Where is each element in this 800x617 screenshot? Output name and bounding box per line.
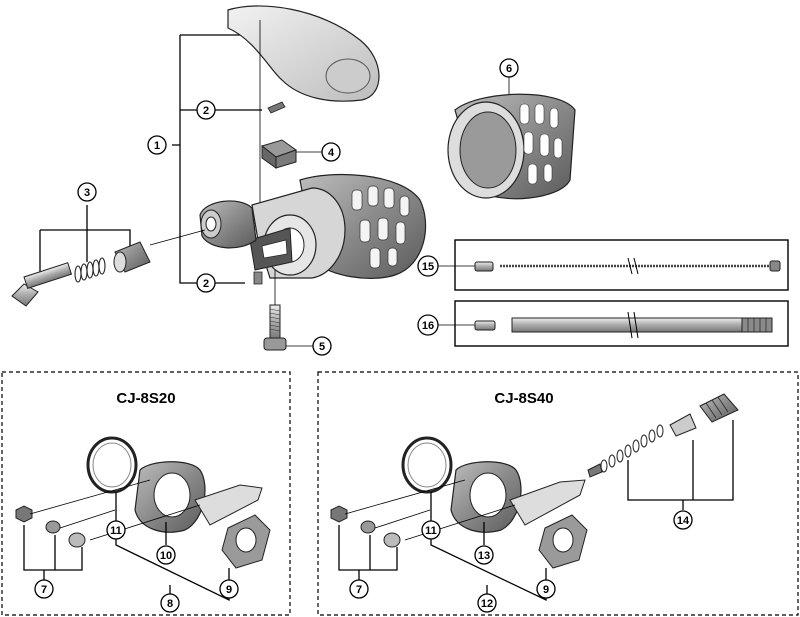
- washer-ring-right: [401, 436, 453, 494]
- callout-1: 1: [147, 135, 167, 155]
- callout-10: 10: [156, 545, 176, 565]
- screw-lower: [253, 271, 263, 285]
- svg-text:11: 11: [110, 525, 122, 537]
- panel-cj8s20: [1, 371, 291, 616]
- shifter-assembly-group: [11, 5, 427, 351]
- cj8s20-parts: [15, 436, 271, 602]
- svg-text:15: 15: [422, 261, 434, 273]
- callout-15: 15: [417, 255, 439, 277]
- plate-left: [221, 514, 271, 569]
- svg-text:7: 7: [41, 584, 47, 596]
- callout-16: 16: [417, 314, 439, 336]
- small-nuts-right: [330, 505, 401, 548]
- grip-rubber: [447, 76, 576, 200]
- svg-text:13: 13: [478, 550, 490, 562]
- svg-text:14: 14: [677, 515, 690, 527]
- ratchet-unit-left: [134, 461, 263, 533]
- cj8s40-parts: [330, 393, 739, 602]
- callout-9-left: 9: [219, 579, 239, 599]
- panel-title-right: CJ-8S40: [494, 390, 553, 407]
- svg-text:10: 10: [160, 550, 172, 562]
- callout-9-right: 9: [536, 579, 556, 599]
- svg-text:7: 7: [356, 584, 362, 596]
- svg-text:9: 9: [543, 584, 549, 596]
- callout-7-left: 7: [34, 579, 54, 599]
- svg-text:8: 8: [167, 598, 173, 610]
- svg-text:16: 16: [422, 320, 434, 332]
- plate-right: [538, 514, 588, 569]
- callout-14: 14: [673, 510, 693, 530]
- callout-8: 8: [160, 593, 180, 613]
- callout-13: 13: [474, 545, 494, 565]
- ratchet-unit-right: [450, 461, 586, 533]
- cable-adjuster: [11, 205, 206, 307]
- callout-12: 12: [477, 593, 497, 613]
- callout-2-lower: 2: [196, 273, 216, 293]
- inner-cable-box: [437, 239, 789, 291]
- callout-6: 6: [499, 58, 519, 78]
- svg-text:2: 2: [203, 105, 209, 117]
- callout-2-upper: 2: [196, 100, 216, 120]
- shifter-body: [199, 173, 427, 279]
- svg-text:4: 4: [328, 147, 335, 159]
- callout-11-left: 11: [106, 520, 126, 540]
- washer-ring-left: [86, 436, 138, 494]
- fixing-bolt: [263, 270, 322, 351]
- svg-text:12: 12: [481, 598, 493, 610]
- svg-text:5: 5: [319, 341, 325, 353]
- svg-text:1: 1: [154, 140, 160, 152]
- svg-text:2: 2: [203, 278, 209, 290]
- svg-text:9: 9: [226, 584, 232, 596]
- adjuster-spring-right: [587, 393, 739, 478]
- small-nuts-left: [15, 505, 86, 548]
- callout-11-right: 11: [421, 520, 441, 540]
- callout-4: 4: [321, 142, 341, 162]
- callout-5: 5: [312, 336, 332, 356]
- svg-text:3: 3: [84, 187, 90, 199]
- svg-text:6: 6: [506, 63, 512, 75]
- svg-text:11: 11: [425, 525, 437, 537]
- panel-title-left: CJ-8S20: [116, 390, 175, 407]
- outer-housing-box: [437, 300, 789, 347]
- screw-upper: [267, 101, 286, 114]
- panel-cj8s40: [317, 371, 799, 616]
- cable-nut: [260, 139, 322, 169]
- callout-7-right: 7: [349, 579, 369, 599]
- callout-3: 3: [77, 182, 97, 202]
